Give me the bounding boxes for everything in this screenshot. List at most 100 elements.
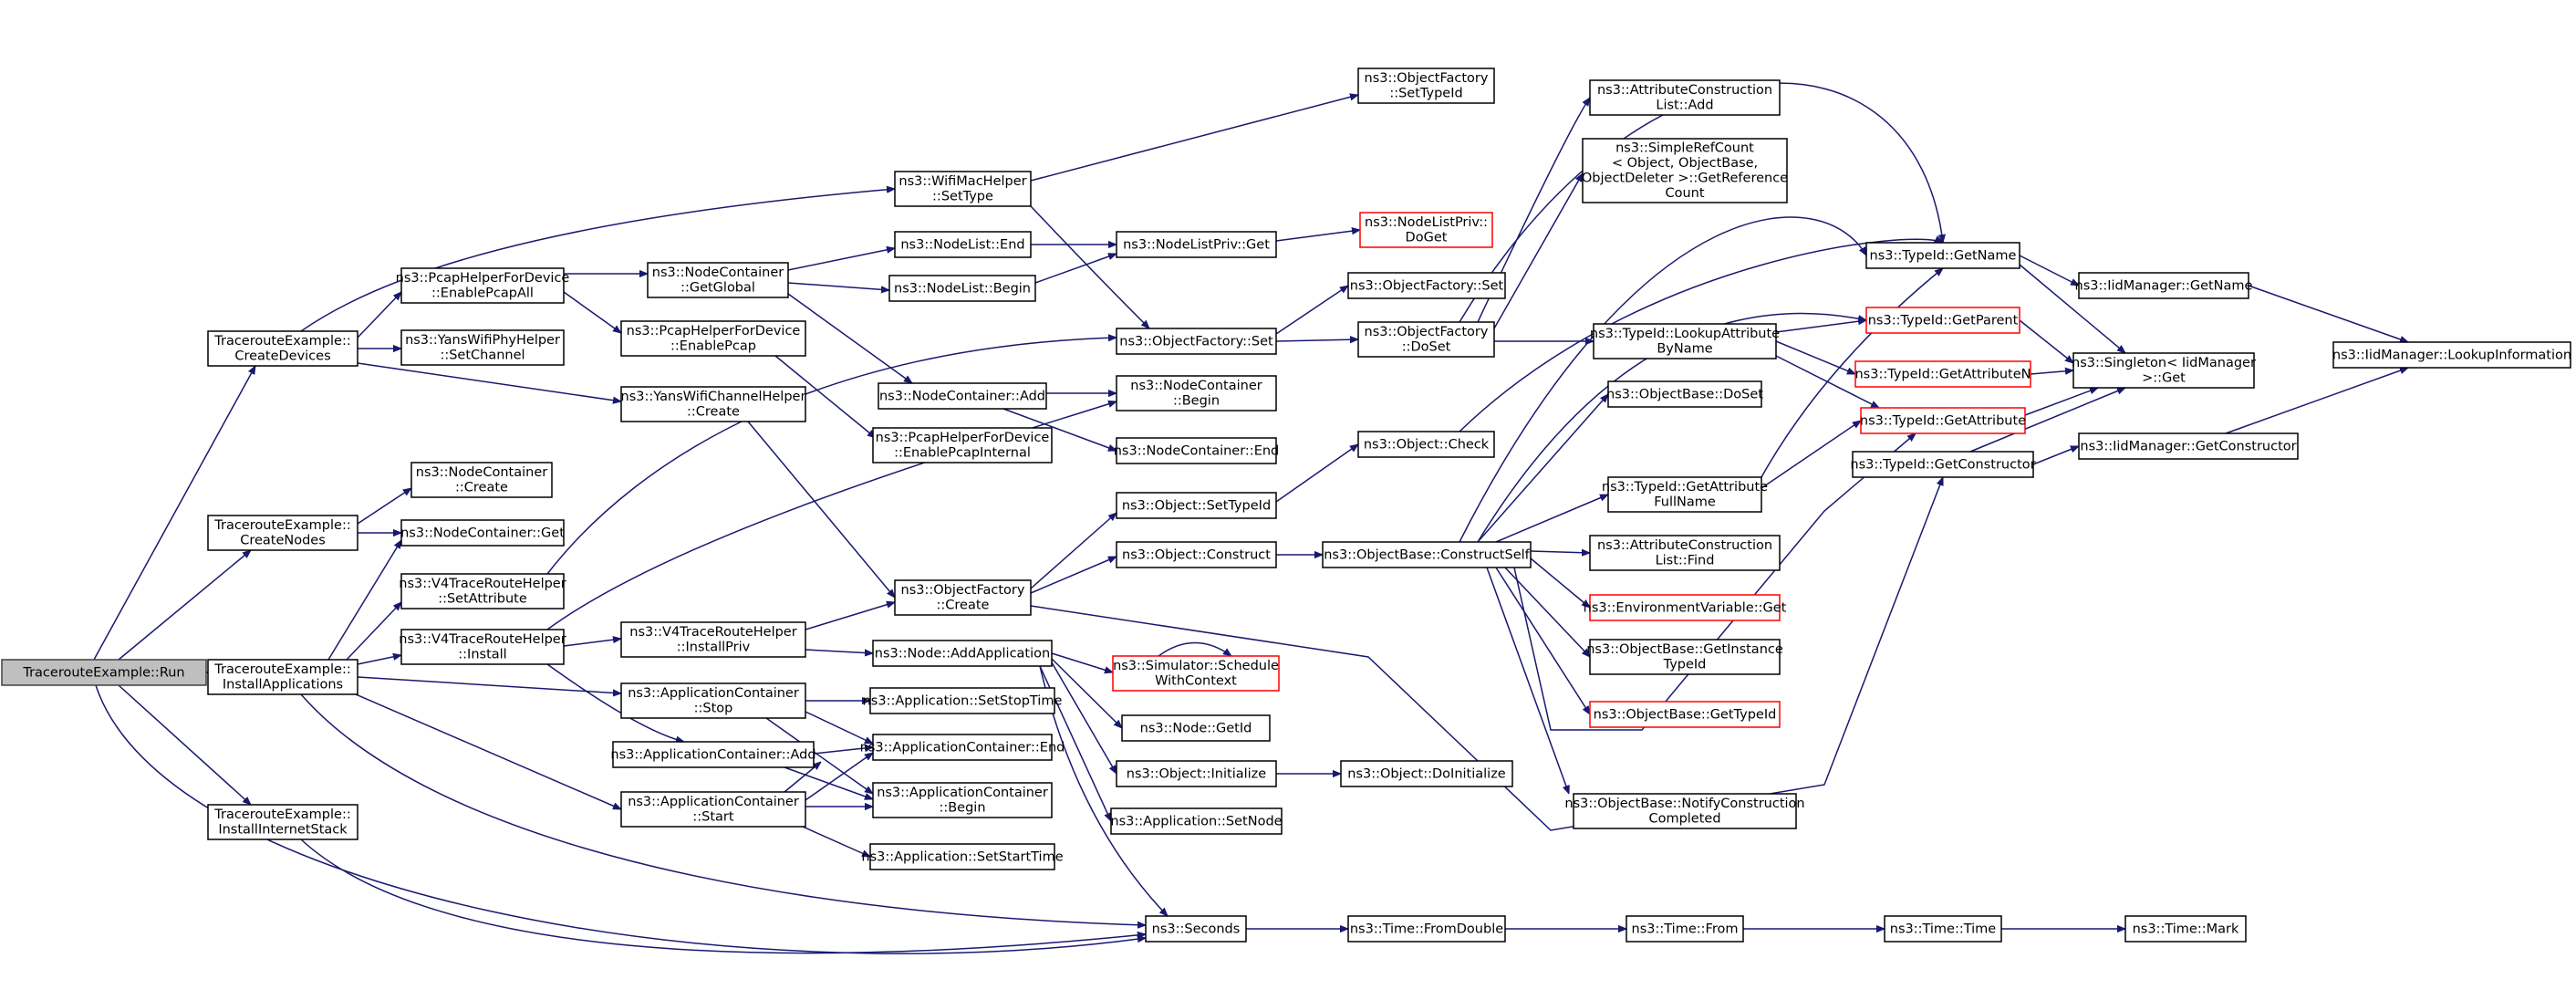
- node-pcapAll[interactable]: ns3::PcapHelperForDevice::EnablePcapAll: [396, 267, 570, 304]
- node-ofCreate[interactable]: ns3::ObjectFactory::Create: [894, 579, 1032, 616]
- node-objConstruct-box: [1116, 541, 1277, 568]
- node-run[interactable]: TracerouteExample::Run: [1, 659, 207, 686]
- node-iidGetCtor[interactable]: ns3::IidManager::GetConstructor: [2078, 432, 2299, 460]
- node-iidLookup[interactable]: ns3::IidManager::LookupInformation: [2332, 341, 2571, 369]
- node-appSetStopTime[interactable]: ns3::Application::SetStopTime: [863, 687, 1063, 714]
- node-appSetStartTime[interactable]: ns3::Application::SetStartTime: [861, 843, 1064, 870]
- node-nlpGet-label-0: ns3::NodeListPriv::Get: [1123, 237, 1270, 252]
- node-ofSet[interactable]: ns3::ObjectFactory::Set: [1116, 328, 1277, 355]
- node-ncBegin[interactable]: ns3::NodeContainer::Begin: [1116, 375, 1277, 411]
- node-appSetNode[interactable]: ns3::Application::SetNode: [1110, 807, 1283, 835]
- node-objSetTypeId[interactable]: ns3::Object::SetTypeId: [1116, 492, 1277, 519]
- node-ofDoSet[interactable]: ns3::ObjectFactory::DoSet: [1357, 321, 1495, 358]
- node-ofSet2[interactable]: ns3::ObjectFactory::Set: [1347, 272, 1506, 299]
- edge-iidGetCtor-to-iidLookup: [2225, 368, 2408, 434]
- node-timeFromDouble[interactable]: ns3::Time::FromDouble: [1347, 915, 1506, 943]
- node-obConstructSelf[interactable]: ns3::ObjectBase::ConstructSelf: [1322, 541, 1532, 568]
- node-acAdd[interactable]: ns3::ApplicationContainer::Add: [610, 741, 816, 768]
- edge-nodeAddApp-to-objInitialize: [1051, 661, 1117, 774]
- node-timeTime-label-0: ns3::Time::Time: [1890, 922, 1997, 936]
- node-wifiMacSetType-label-0: ns3::WifiMacHelper: [898, 174, 1026, 189]
- node-pcapEnable[interactable]: ns3::PcapHelperForDevice::EnablePcap: [620, 320, 806, 357]
- node-pcapInternal[interactable]: ns3::PcapHelperForDevice::EnablePcapInte…: [872, 427, 1053, 464]
- node-tidGetAttr-label-0: ns3::TypeId::GetAttribute: [1860, 413, 2026, 428]
- node-tidGetParent[interactable]: ns3::TypeId::GetParent: [1865, 307, 2020, 334]
- node-nodeGetId[interactable]: ns3::Node::GetId: [1121, 714, 1271, 742]
- node-nlpGet[interactable]: ns3::NodeListPriv::Get: [1116, 231, 1277, 258]
- node-objInitialize[interactable]: ns3::Object::Initialize: [1116, 760, 1277, 787]
- node-iidGetCtor-label-0: ns3::IidManager::GetConstructor: [2080, 439, 2296, 453]
- edge-tidLookup-to-tidGetParent: [1775, 320, 1866, 333]
- node-nlBegin[interactable]: ns3::NodeList::Begin: [888, 275, 1036, 302]
- nodes-layer: TracerouteExample::RunTracerouteExample:…: [1, 68, 2571, 943]
- node-srcGetRef-label-2: ObjectDeleter >::GetReference: [1582, 172, 1788, 186]
- node-objCheck[interactable]: ns3::Object::Check: [1357, 431, 1495, 458]
- node-yansChanCreate[interactable]: ns3::YansWifiChannelHelper::Create: [620, 386, 806, 422]
- node-tidGetAttrFull-box: [1607, 476, 1762, 513]
- node-iidGetName-label-0: ns3::IidManager::GetName: [2075, 278, 2253, 293]
- node-iidGetName[interactable]: ns3::IidManager::GetName: [2075, 272, 2253, 299]
- node-acStop[interactable]: ns3::ApplicationContainer::Stop: [620, 682, 806, 719]
- node-ncAdd[interactable]: ns3::NodeContainer::Add: [878, 382, 1047, 410]
- node-acStart[interactable]: ns3::ApplicationContainer::Start: [620, 791, 806, 828]
- node-yansPhySetChannel[interactable]: ns3::YansWifiPhyHelper::SetChannel: [400, 329, 565, 366]
- node-tidGetName-box: [1865, 242, 2020, 269]
- node-nodeAddApp[interactable]: ns3::Node::AddApplication: [872, 640, 1053, 667]
- node-objSetTypeId-box: [1116, 492, 1277, 519]
- node-appSetStartTime-label-0: ns3::Application::SetStartTime: [861, 849, 1063, 864]
- node-v4Install[interactable]: ns3::V4TraceRouteHelper::Install: [399, 629, 566, 665]
- node-tidGetAttrN[interactable]: ns3::TypeId::GetAttributeN: [1854, 360, 2031, 388]
- node-tidLookup-label-0: ns3::TypeId::LookupAttribute: [1590, 327, 1780, 341]
- node-seconds[interactable]: ns3::Seconds: [1145, 915, 1247, 943]
- node-ncGetGlobal[interactable]: ns3::NodeContainer::GetGlobal: [647, 262, 789, 298]
- node-objDoInit[interactable]: ns3::Object::DoInitialize: [1340, 760, 1513, 787]
- node-tidGetName[interactable]: ns3::TypeId::GetName: [1865, 242, 2020, 269]
- node-singletonGet[interactable]: ns3::Singleton< IidManager>::Get: [2072, 352, 2256, 389]
- node-acEnd[interactable]: ns3::ApplicationContainer::End: [860, 734, 1065, 761]
- node-appSetStopTime-box: [869, 687, 1055, 714]
- edge-ncGetGlobal-to-ncAdd: [787, 293, 912, 383]
- node-acBegin[interactable]: ns3::ApplicationContainer::Begin: [872, 782, 1053, 818]
- node-timeMark[interactable]: ns3::Time::Mark: [2124, 915, 2247, 943]
- edge-ofDoSet-to-srcGetRef: [1493, 173, 1584, 329]
- node-v4SetAttr[interactable]: ns3::V4TraceRouteHelper::SetAttribute: [399, 573, 566, 609]
- node-seconds-label-0: ns3::Seconds: [1152, 922, 1241, 936]
- node-installInternet[interactable]: TracerouteExample::InstallInternetStack: [207, 804, 358, 840]
- node-installApps[interactable]: TracerouteExample::InstallApplications: [207, 659, 358, 695]
- node-ncBegin-box: [1116, 375, 1277, 411]
- node-obNotify[interactable]: ns3::ObjectBase::NotifyConstructionCompl…: [1564, 793, 1805, 829]
- node-obGetTypeId[interactable]: ns3::ObjectBase::GetTypeId: [1589, 701, 1781, 728]
- node-createDevices-box: [207, 330, 358, 367]
- node-tidGetAttr[interactable]: ns3::TypeId::GetAttribute: [1860, 407, 2026, 434]
- node-objConstruct[interactable]: ns3::Object::Construct: [1116, 541, 1277, 568]
- node-tidGetCtor[interactable]: ns3::TypeId::GetConstructor: [1850, 451, 2036, 478]
- node-obDoSet[interactable]: ns3::ObjectBase::DoSet: [1606, 380, 1763, 408]
- node-timeFrom[interactable]: ns3::Time::From: [1626, 915, 1744, 943]
- node-tidGetAttrN-box: [1854, 360, 2031, 388]
- node-obGetTypeId-label-0: ns3::ObjectBase::GetTypeId: [1594, 707, 1777, 722]
- node-ncCreate[interactable]: ns3::NodeContainer::Create: [410, 462, 553, 498]
- node-createDevices[interactable]: TracerouteExample::CreateDevices: [207, 330, 358, 367]
- node-createNodes[interactable]: TracerouteExample::CreateNodes: [207, 515, 358, 551]
- node-nlEnd[interactable]: ns3::NodeList::End: [894, 231, 1032, 258]
- node-pcapEnable-box: [620, 320, 806, 357]
- node-ncGet[interactable]: ns3::NodeContainer::Get: [400, 519, 565, 547]
- node-srcGetRef[interactable]: ns3::SimpleRefCount< Object, ObjectBase,…: [1582, 138, 1788, 203]
- node-envGet[interactable]: ns3::EnvironmentVariable::Get: [1584, 594, 1787, 621]
- node-srcGetRef-label-0: ns3::SimpleRefCount: [1615, 141, 1754, 156]
- node-v4InstallPriv[interactable]: ns3::V4TraceRouteHelper::InstallPriv: [620, 621, 806, 658]
- node-obDoSet-box: [1607, 380, 1762, 408]
- node-timeTime[interactable]: ns3::Time::Time: [1884, 915, 2002, 943]
- node-ofSetTypeId[interactable]: ns3::ObjectFactory::SetTypeId: [1357, 68, 1495, 104]
- node-wifiMacSetType[interactable]: ns3::WifiMacHelper::SetType: [894, 171, 1032, 207]
- node-nlpDoGet[interactable]: ns3::NodeListPriv::DoGet: [1359, 212, 1493, 248]
- node-seconds-box: [1145, 915, 1247, 943]
- node-ncEnd[interactable]: ns3::NodeContainer::End: [1114, 437, 1280, 464]
- node-acAdd-label-0: ns3::ApplicationContainer::Add: [610, 747, 815, 762]
